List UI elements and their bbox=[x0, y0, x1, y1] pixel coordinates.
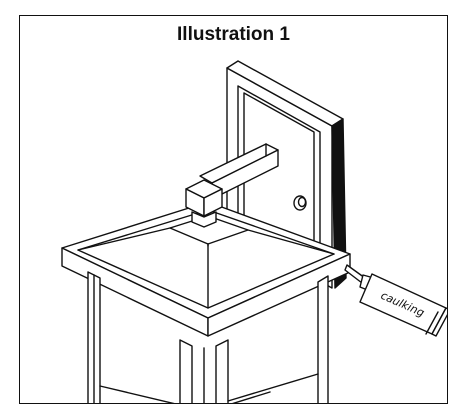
lantern-roof bbox=[61, 201, 351, 337]
mounting-arm bbox=[199, 143, 279, 200]
illustration-panel: caulking Illustration 1 bbox=[19, 15, 448, 404]
lantern-body bbox=[87, 271, 329, 403]
lantern-mounting-diagram: caulking bbox=[61, 60, 447, 403]
illustration-title: Illustration 1 bbox=[177, 24, 290, 45]
roof-finial bbox=[185, 179, 223, 228]
caulking-tube bbox=[344, 264, 447, 337]
